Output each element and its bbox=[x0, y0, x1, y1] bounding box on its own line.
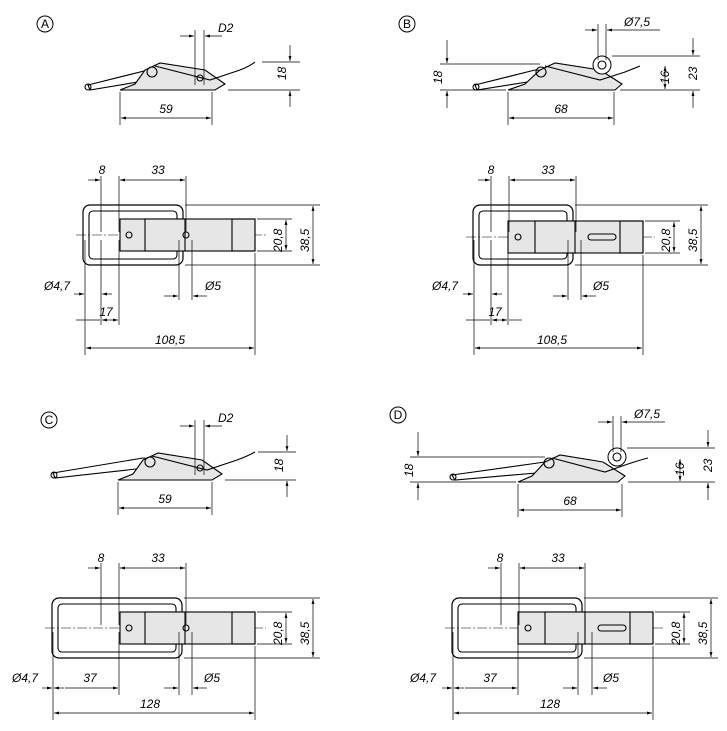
variant-b-pin-diameter: Ø5 bbox=[592, 279, 609, 293]
variant-c-inner-height: 20,8 bbox=[271, 621, 285, 646]
variant-a-hole-diameter: Ø4,7 bbox=[43, 279, 71, 293]
variant-d-hole-diameter: Ø4,7 bbox=[409, 671, 437, 685]
variant-a-side-view: D2 18 59 bbox=[84, 21, 300, 125]
variant-a-length: 108,5 bbox=[155, 333, 185, 347]
variant-d-height-3: 23 bbox=[701, 458, 715, 473]
variant-d-length: 128 bbox=[540, 697, 560, 711]
variant-c-pitch-2: 33 bbox=[151, 551, 165, 565]
variant-c-plan-view: 8 33 20,8 38,5 Ø4,7 37 Ø5 128 bbox=[11, 551, 320, 720]
variant-c-outer-height: 38,5 bbox=[298, 621, 312, 645]
variant-a-outer-height: 38,5 bbox=[298, 228, 312, 252]
variant-b-hole-diameter: Ø4,7 bbox=[431, 279, 459, 293]
variant-a-inner-height: 20,8 bbox=[271, 228, 285, 253]
variant-b-letter: B bbox=[403, 17, 411, 31]
variant-c-width: 59 bbox=[158, 492, 172, 506]
variant-b-side-view: Ø7,5 18 16 23 68 bbox=[431, 15, 700, 125]
variant-d-offset: 37 bbox=[483, 671, 498, 685]
variant-a-height: 18 bbox=[275, 66, 289, 80]
variant-c-height: 18 bbox=[272, 458, 286, 472]
variant-b-plan-view: 8 33 20,8 38,5 Ø4,7 17 Ø5 bbox=[431, 163, 708, 355]
variant-a-pitch-2: 33 bbox=[151, 163, 165, 177]
variant-d-diameter: Ø7,5 bbox=[633, 407, 660, 421]
variant-b-inner-height: 20,8 bbox=[659, 228, 673, 253]
variant-d-letter: D bbox=[394, 408, 403, 422]
variant-b-width: 68 bbox=[554, 102, 568, 116]
variant-a-offset: 17 bbox=[99, 305, 114, 319]
variant-d-height-2: 16 bbox=[673, 462, 687, 476]
variant-b-pitch-1: 8 bbox=[488, 163, 495, 177]
variant-a-pin-diameter: Ø5 bbox=[204, 279, 221, 293]
variant-b-length: 108,5 bbox=[537, 333, 567, 347]
variant-d-pitch-2: 33 bbox=[551, 551, 565, 565]
variant-a-width: 59 bbox=[159, 102, 173, 116]
variant-b-pitch-2: 33 bbox=[541, 163, 555, 177]
variant-d-outer-height: 38,5 bbox=[696, 621, 710, 645]
variant-c-pin-diameter: Ø5 bbox=[203, 671, 220, 685]
variant-a-badge: A bbox=[36, 15, 54, 33]
variant-d-plan-view: 8 33 20,8 38,5 Ø4,7 37 Ø5 128 bbox=[409, 551, 718, 720]
variant-d-side-view: Ø7,5 18 16 23 68 bbox=[402, 407, 715, 517]
variant-c-pitch-1: 8 bbox=[98, 551, 105, 565]
variant-d-width: 68 bbox=[563, 494, 577, 508]
variant-b-offset: 17 bbox=[488, 305, 503, 319]
variant-a-pitch-1: 8 bbox=[99, 163, 106, 177]
variant-c-hole-diameter: Ø4,7 bbox=[11, 671, 39, 685]
variant-c: C D2 18 59 bbox=[11, 411, 320, 720]
variant-d: D Ø7,5 18 16 23 bbox=[389, 406, 718, 720]
variant-b: B Ø7,5 18 16 23 bbox=[398, 15, 708, 355]
variant-d-height: 18 bbox=[402, 463, 416, 477]
variant-c-badge: C bbox=[40, 411, 58, 429]
variant-a-d2-label: D2 bbox=[218, 21, 234, 35]
variant-d-inner-height: 20,8 bbox=[669, 621, 683, 646]
variant-c-letter: C bbox=[45, 413, 54, 427]
variant-c-length: 128 bbox=[140, 697, 160, 711]
variant-d-pin-diameter: Ø5 bbox=[602, 671, 619, 685]
variant-b-height-2: 16 bbox=[658, 70, 672, 84]
variant-d-badge: D bbox=[389, 406, 407, 424]
variant-d-pitch-1: 8 bbox=[497, 551, 504, 565]
variant-b-outer-height: 38,5 bbox=[686, 228, 700, 252]
variant-a-letter: A bbox=[41, 17, 49, 31]
variant-b-badge: B bbox=[398, 15, 416, 33]
variant-a: A D2 18 59 bbox=[36, 15, 320, 355]
variant-c-d2-label: D2 bbox=[218, 411, 234, 425]
variant-b-height: 18 bbox=[431, 70, 445, 84]
variant-a-plan-view: 8 33 20,8 38,5 Ø4,7 17 Ø5 bbox=[43, 163, 320, 355]
variant-c-side-view: D2 18 59 bbox=[50, 411, 296, 515]
variant-c-offset: 37 bbox=[83, 671, 98, 685]
variant-b-height-3: 23 bbox=[686, 66, 700, 81]
variant-b-diameter: Ø7,5 bbox=[623, 15, 650, 29]
